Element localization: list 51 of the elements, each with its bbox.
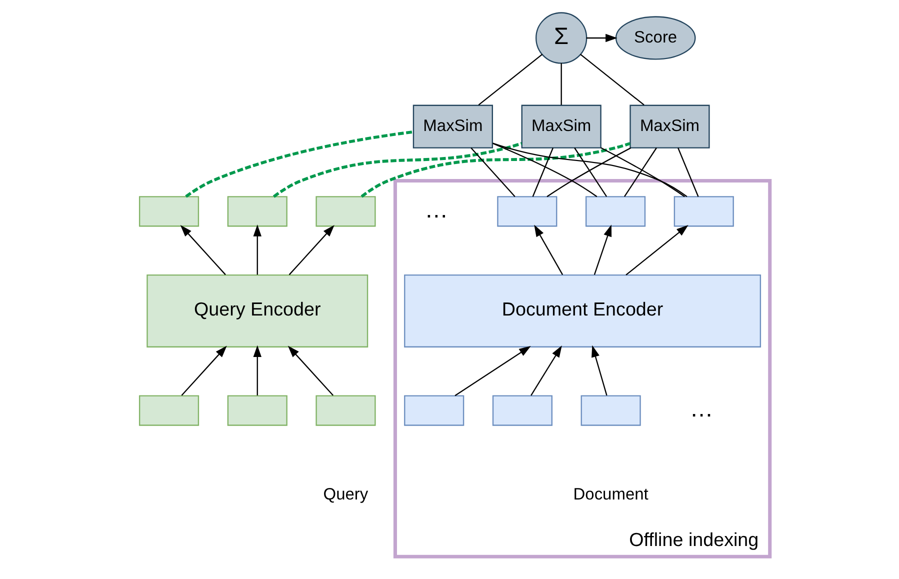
connector [574,148,607,197]
node-box [404,395,464,426]
arrow [252,224,261,275]
node-box [226,395,287,426]
connector [600,147,684,198]
node-box: Query Encoder [146,274,368,348]
node-box: Document Encoder [404,274,761,348]
node-box [138,196,199,227]
arrow [288,225,334,276]
node-box [226,196,287,227]
label: … [689,395,713,422]
connector [546,147,631,198]
node-box [580,395,640,426]
label: … [424,196,448,222]
node-box: MaxSim [629,104,710,148]
node-box [315,395,376,426]
connector [492,142,597,198]
arrow [287,346,333,396]
arrow [180,225,226,276]
connector [492,142,687,198]
connector [184,130,413,198]
label: Document [572,486,648,504]
connector [677,148,698,197]
node-box [496,196,557,227]
arrow [180,346,226,396]
arrow [591,345,607,396]
arrow [593,224,612,275]
arrow [586,34,617,42]
connector [560,63,562,105]
node-ellipse: Score [614,16,696,60]
node-box [492,395,552,426]
arrow [454,346,530,396]
arrow [530,345,562,396]
connector [470,148,515,197]
connector [478,54,542,106]
connector [532,148,554,197]
connector [580,54,644,106]
node-box [584,196,646,227]
node-box [315,196,376,227]
node-box [673,196,734,227]
arrow [534,224,563,275]
node-box: MaxSim [412,104,492,148]
node-box: MaxSim [520,104,601,148]
label: Query [322,486,368,504]
connector [623,148,656,197]
connector [272,142,522,198]
arrow [625,225,688,276]
connector [360,142,630,198]
node-circle: Σ [535,12,587,64]
node-box [138,395,199,426]
arrow [252,345,261,396]
